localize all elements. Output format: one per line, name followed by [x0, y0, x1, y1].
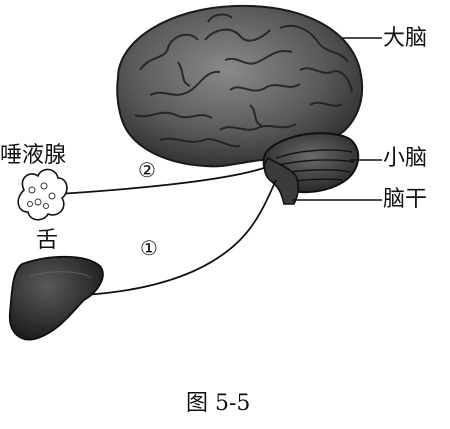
cerebrum-label: 大脑 [383, 26, 428, 51]
brainstem-label: 脑干 [383, 187, 428, 212]
brainstem-illustration [263, 156, 299, 205]
salivary-gland-illustration [17, 168, 68, 221]
pathway-1-marker: ① [140, 236, 158, 260]
pathway-2-marker: ② [138, 158, 156, 182]
tongue-illustration [8, 255, 104, 341]
figure-caption: 图 5-5 [186, 391, 251, 416]
salivary-gland-label: 唾液腺 [0, 143, 67, 168]
label-leader-lines [292, 37, 382, 201]
pathway-2-line [57, 167, 265, 195]
pathway-1-line [83, 179, 277, 296]
nerve-pathways [57, 167, 277, 296]
cerebellum-label: 小脑 [383, 146, 428, 171]
cerebrum-illustration [116, 4, 364, 168]
tongue-label: 舌 [36, 228, 59, 253]
